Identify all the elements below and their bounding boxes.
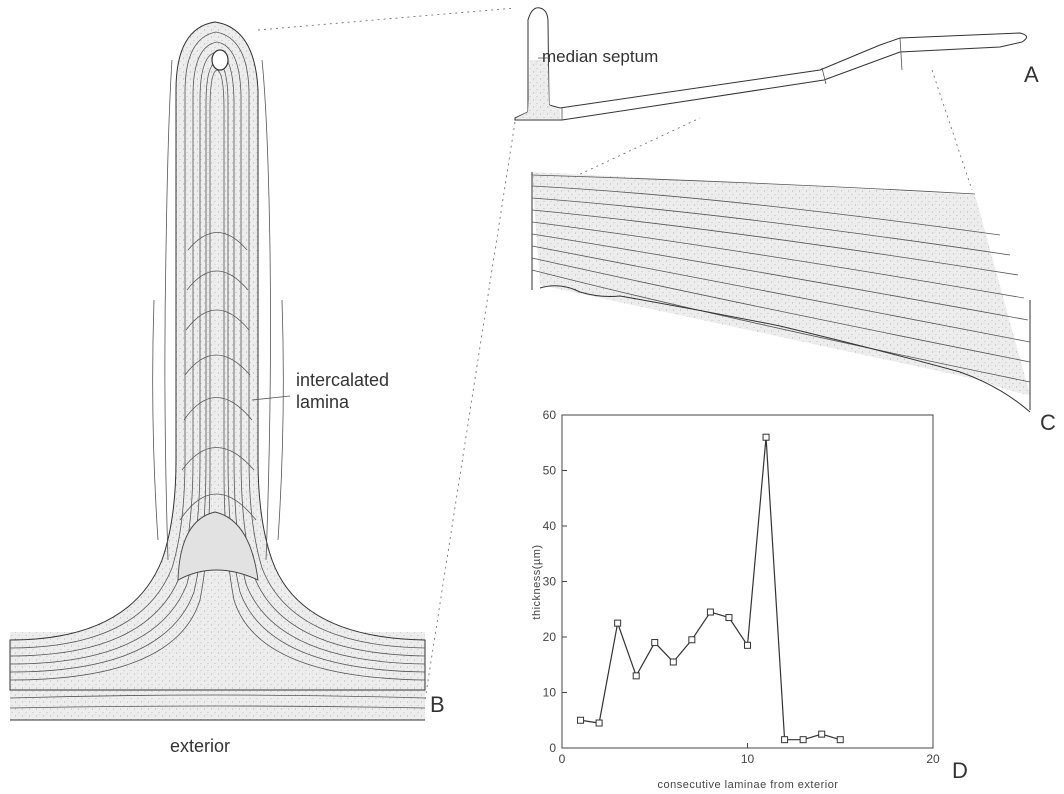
x-tick-label: 20 bbox=[926, 752, 940, 766]
data-point-marker bbox=[578, 717, 584, 723]
y-axis-label: thickness(µm) bbox=[531, 544, 543, 619]
x-axis-ticks: 0 10 20 bbox=[559, 743, 940, 766]
data-point-marker bbox=[670, 659, 676, 665]
y-tick-label: 0 bbox=[549, 741, 556, 755]
data-point-marker bbox=[819, 731, 825, 737]
data-point-marker bbox=[726, 615, 732, 621]
panel-c-letter: C bbox=[1040, 410, 1056, 435]
y-tick-label: 30 bbox=[543, 575, 557, 589]
panel-b-section: intercalated lamina exterior B bbox=[10, 22, 445, 756]
y-tick-label: 50 bbox=[543, 464, 557, 478]
septum-divider-1 bbox=[822, 68, 826, 84]
y-tick-label: 10 bbox=[543, 686, 557, 700]
y-tick-label: 60 bbox=[543, 408, 557, 422]
panel-b-letter: B bbox=[430, 692, 445, 717]
exterior-label: exterior bbox=[170, 736, 230, 756]
plot-frame bbox=[562, 415, 933, 748]
data-point-marker bbox=[596, 720, 602, 726]
data-point-marker bbox=[800, 737, 806, 743]
intercalated-label-line1: intercalated bbox=[296, 370, 389, 390]
septum-divider-2 bbox=[900, 38, 902, 70]
x-tick-label: 0 bbox=[559, 752, 566, 766]
panel-d-chart: 0 10 20 30 40 50 60 0 10 20 thickness(µm) consec… bbox=[531, 408, 968, 791]
y-axis-ticks: 0 10 20 30 40 50 60 bbox=[543, 408, 567, 755]
thickness-line bbox=[581, 437, 841, 739]
intercalated-label-line2: lamina bbox=[296, 392, 350, 412]
data-point-marker bbox=[707, 609, 713, 615]
septum-base-stipple bbox=[516, 60, 560, 119]
data-point-marker bbox=[782, 737, 788, 743]
median-septum-label: median septum bbox=[542, 47, 658, 66]
data-point-marker bbox=[615, 620, 621, 626]
data-point-marker bbox=[652, 640, 658, 646]
panel-d-letter: D bbox=[952, 758, 968, 783]
data-point-marker bbox=[633, 673, 639, 679]
data-point-marker bbox=[763, 434, 769, 440]
panel-c-detail: C bbox=[532, 172, 1056, 435]
data-point-marker bbox=[689, 637, 695, 643]
y-tick-label: 20 bbox=[543, 630, 557, 644]
data-point-marker bbox=[837, 737, 843, 743]
y-tick-label: 40 bbox=[543, 519, 557, 533]
panel-a-letter: A bbox=[1024, 62, 1039, 87]
x-axis-label: consecutive laminae from exterior bbox=[658, 779, 839, 791]
panel-a-outline: median septum A bbox=[515, 8, 1039, 120]
x-tick-label: 10 bbox=[741, 752, 755, 766]
data-point-marker bbox=[745, 642, 751, 648]
thickness-markers bbox=[578, 434, 844, 742]
